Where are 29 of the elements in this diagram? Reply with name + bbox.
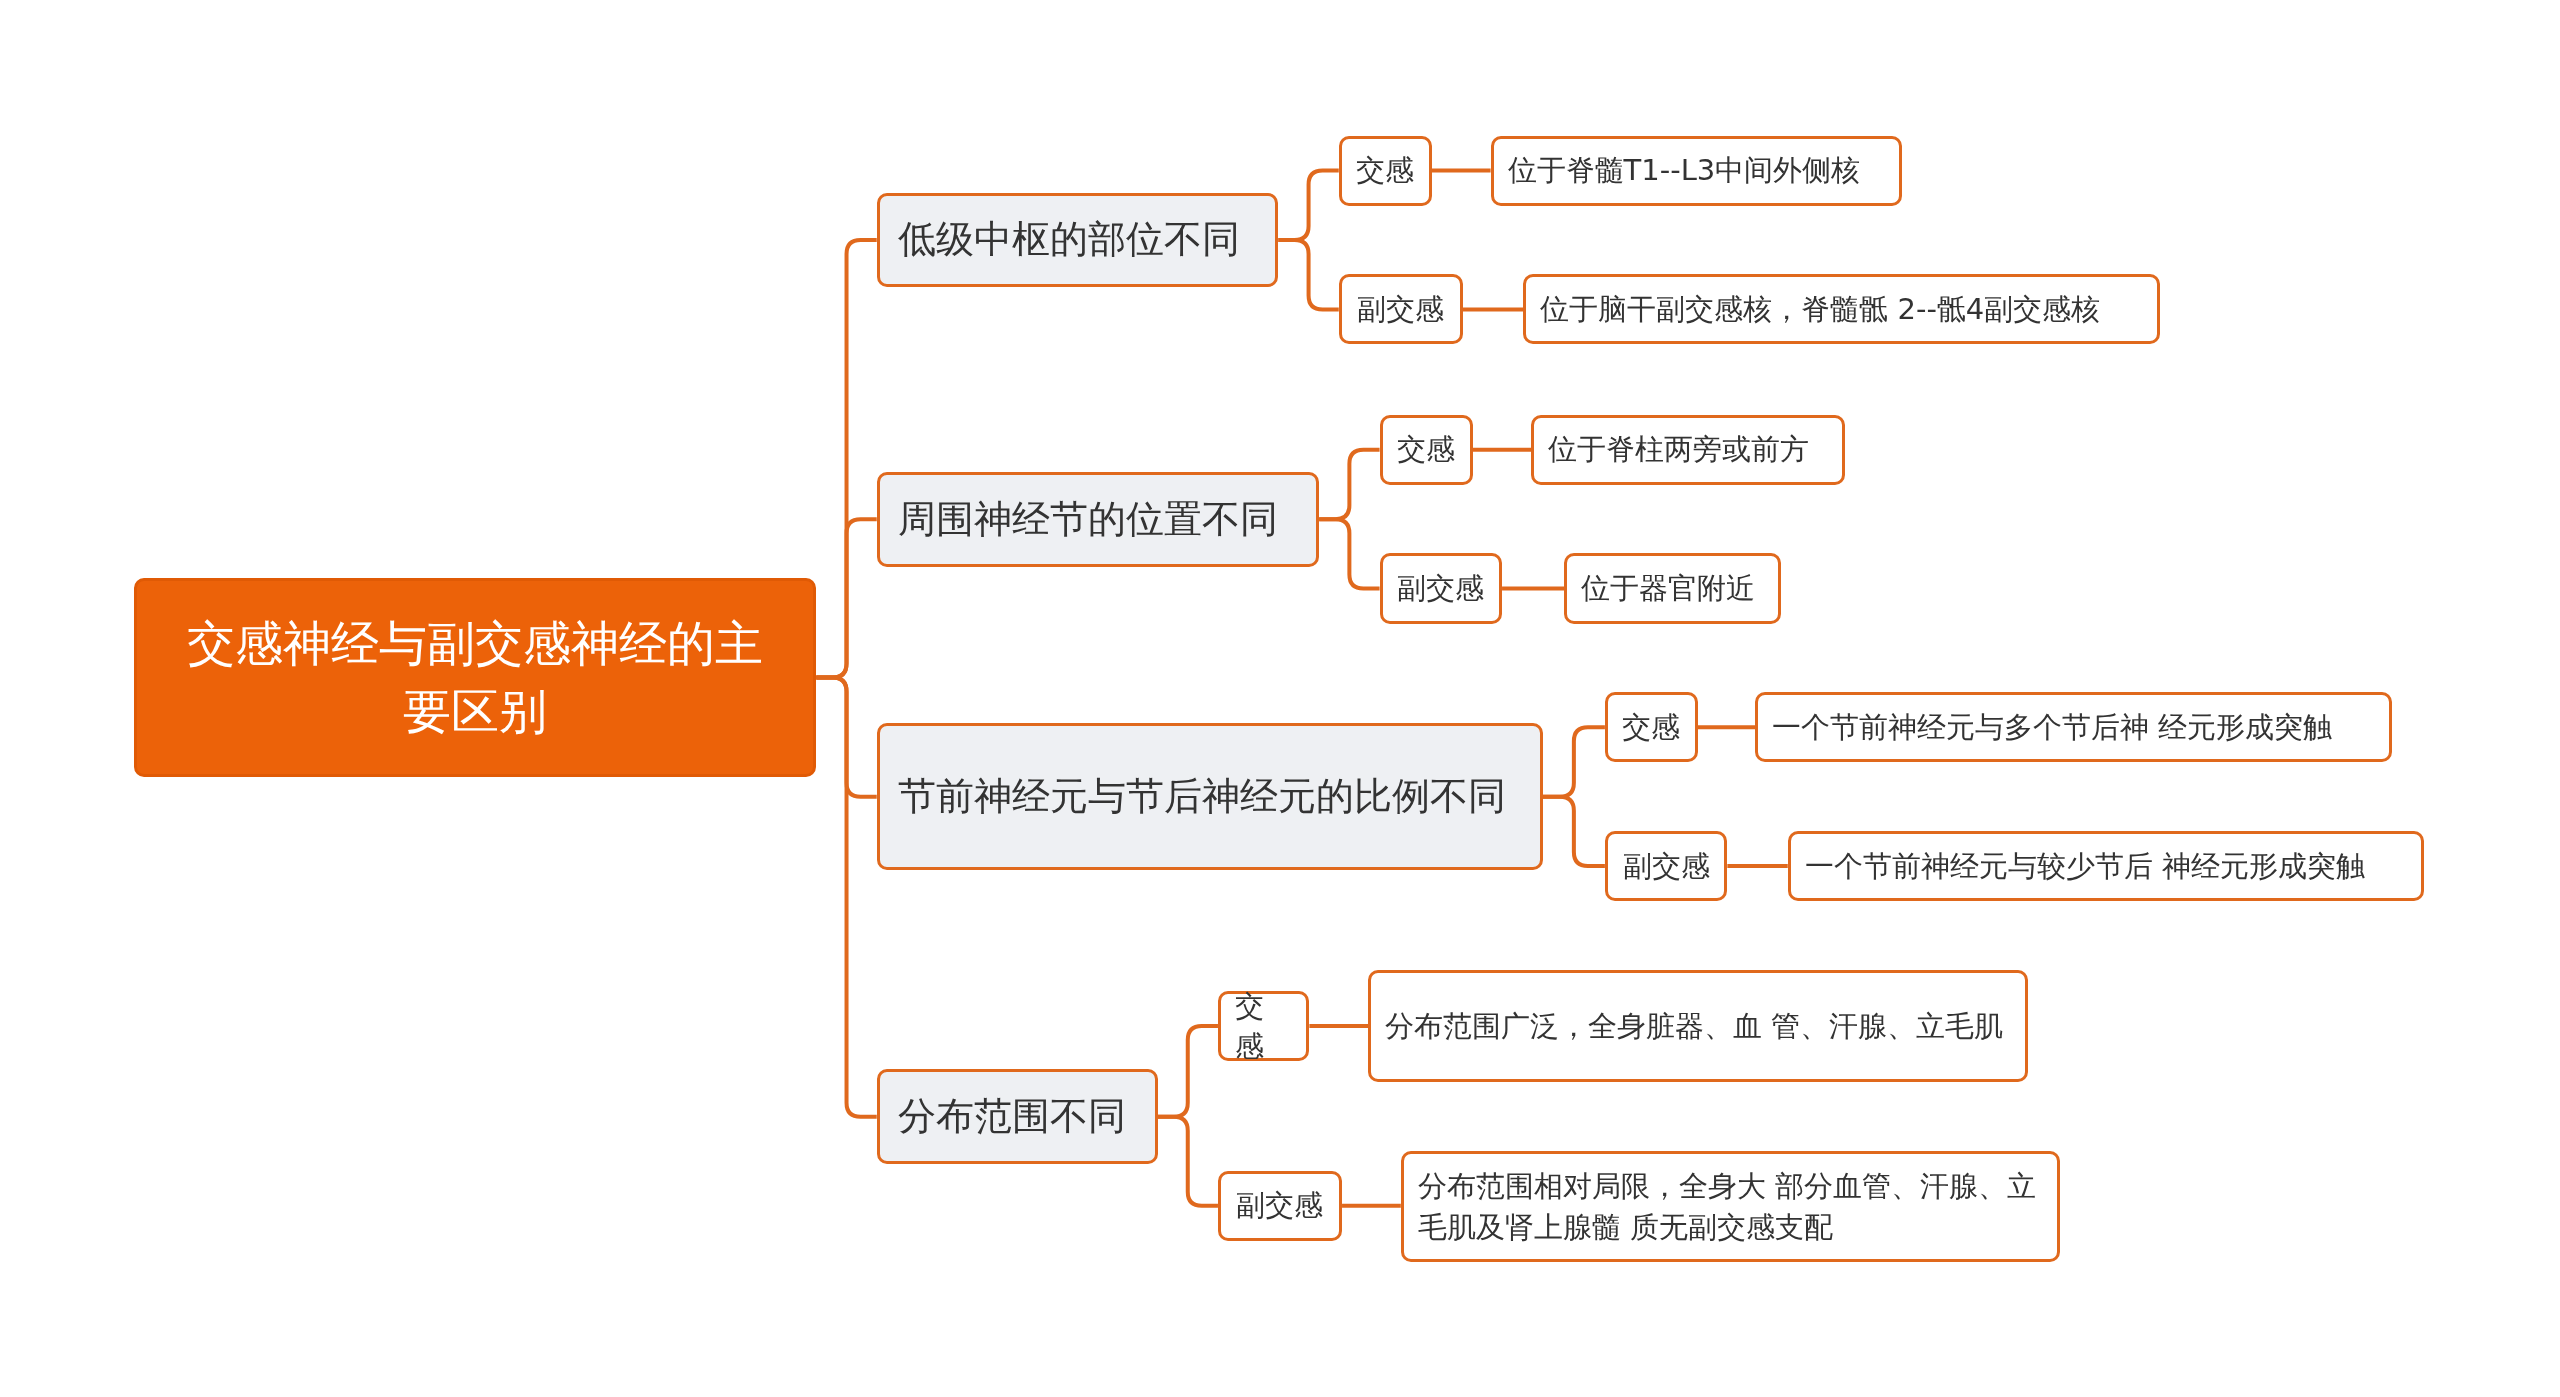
connector-line (1727, 864, 1788, 869)
subtopic-box: 节前神经元与节后神经元的比例不同 (876, 723, 1543, 871)
category-box: 副交感 (1604, 831, 1728, 902)
root-topic-box: 交感神经与副交感神经的主要区别 (133, 577, 817, 778)
subtopic-box: 周围神经节的位置不同 (876, 471, 1320, 567)
connector-line (1431, 168, 1491, 173)
connector-line (1342, 1203, 1401, 1208)
connector-line (1462, 307, 1524, 312)
category-box: 交感 (1379, 414, 1473, 485)
subtopic-box: 低级中枢的部位不同 (876, 192, 1279, 288)
detail-box: 分布范围相对局限，全身大 部分血管、汗腺、立毛肌及肾上腺髓 质无副交感支配 (1400, 1151, 2061, 1263)
detail-box: 一个节前神经元与多个节后神 经元形成突触 (1755, 692, 2392, 763)
connector-line (1697, 725, 1756, 730)
category-box: 副交感 (1379, 553, 1502, 624)
category-box: 交感 (1338, 135, 1432, 206)
detail-box: 位于脊髓T1--L3中间外侧核 (1490, 135, 1903, 206)
detail-box: 位于脊柱两旁或前方 (1531, 414, 1845, 485)
connector-line (1309, 1024, 1369, 1029)
category-box: 交感 (1217, 991, 1310, 1062)
detail-box: 一个节前神经元与较少节后 神经元形成突触 (1787, 831, 2425, 902)
connector-line (1472, 447, 1532, 452)
detail-box: 分布范围广泛，全身脏器、血 管、汗腺、立毛肌 (1368, 969, 2028, 1083)
category-box: 副交感 (1338, 274, 1463, 345)
detail-box: 位于脑干副交感核，脊髓骶 2--骶4副交感核 (1523, 274, 2160, 345)
detail-box: 位于器官附近 (1564, 553, 1782, 624)
category-box: 副交感 (1217, 1170, 1343, 1241)
category-box: 交感 (1604, 692, 1698, 763)
subtopic-box: 分布范围不同 (876, 1069, 1158, 1165)
connector-line (1502, 586, 1565, 591)
